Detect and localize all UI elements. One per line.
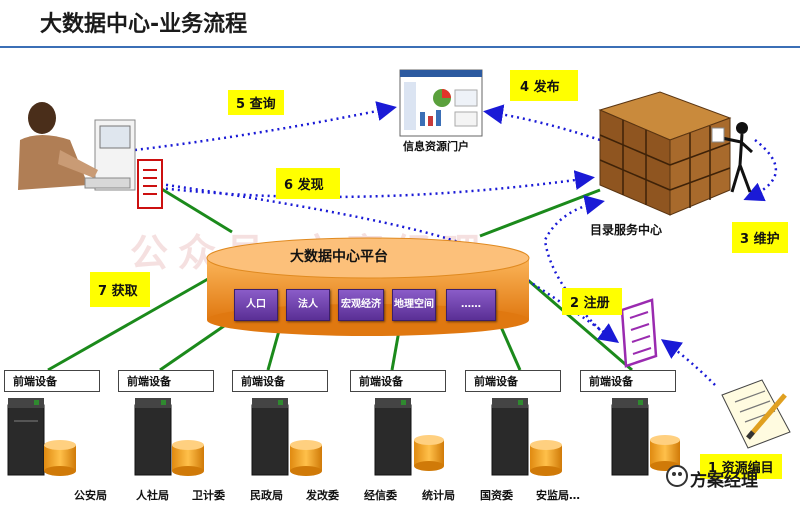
module-geospatial: 地理空间 <box>392 289 436 321</box>
bureau-label: 发改委 <box>306 489 339 502</box>
database-icon <box>530 440 562 476</box>
brand-logo-icon <box>666 465 688 487</box>
server-group <box>7 398 76 476</box>
bureau-label: 民政局 <box>250 489 283 502</box>
database-icon <box>172 440 204 476</box>
server-icon <box>134 398 172 476</box>
portal-screen-icon <box>399 69 483 137</box>
title-divider <box>0 46 800 48</box>
server-group <box>491 398 562 476</box>
server-icon <box>7 398 45 476</box>
database-icon <box>290 440 322 476</box>
step-label-maintain: 3 维护 <box>732 222 788 253</box>
bureau-label: 经信委 <box>364 489 397 502</box>
page-title: 大数据中心-业务流程 <box>40 12 248 37</box>
module-macro-economy: 宏观经济 <box>338 289 384 321</box>
front-device-box: 前端设备 <box>350 370 446 392</box>
module-population: 人口 <box>234 289 278 321</box>
bureau-label: 统计局 <box>422 489 455 502</box>
clipboard-pencil-icon <box>721 379 791 449</box>
server-icon <box>491 398 529 476</box>
server-group <box>374 398 444 476</box>
bureau-label: 卫计委 <box>192 489 225 502</box>
portal-caption: 信息资源门户 <box>403 140 469 153</box>
server-icon <box>374 398 412 476</box>
front-device-box: 前端设备 <box>465 370 561 392</box>
brand-name: 方案经理 <box>690 471 758 491</box>
user-computer-icon <box>18 102 136 191</box>
database-icon <box>44 440 76 476</box>
document-icon <box>137 159 163 209</box>
front-device-box: 前端设备 <box>118 370 214 392</box>
bureau-label: 国资委 <box>480 489 513 502</box>
module-legal-entity: 法人 <box>286 289 330 321</box>
step-label-query: 5 查询 <box>228 90 284 115</box>
server-group <box>251 398 322 476</box>
module-more: …… <box>446 289 496 321</box>
server-group <box>611 398 680 476</box>
catalog-center-caption: 目录服务中心 <box>590 223 663 237</box>
bureau-label: 安监局… <box>536 489 580 502</box>
step-label-publish: 4 发布 <box>510 70 578 101</box>
platform-title: 大数据中心平台 <box>290 249 388 265</box>
bureau-label: 公安局 <box>74 489 107 502</box>
database-icon <box>650 435 680 471</box>
database-icon <box>414 435 444 471</box>
front-device-box: 前端设备 <box>580 370 676 392</box>
server-icon <box>611 398 649 476</box>
front-device-box: 前端设备 <box>232 370 328 392</box>
step-label-discover: 6 发现 <box>276 168 340 199</box>
server-group <box>134 398 204 476</box>
checklist-icon <box>620 298 658 368</box>
front-device-box: 前端设备 <box>4 370 100 392</box>
catalog-shelf-icon <box>598 91 754 216</box>
step-label-compile: 1 资源编目 <box>700 454 782 479</box>
step-label-acquire: 7 获取 <box>90 272 150 307</box>
step-label-register: 2 注册 <box>562 288 622 315</box>
bureau-label: 人社局 <box>136 489 169 502</box>
server-icon <box>251 398 289 476</box>
